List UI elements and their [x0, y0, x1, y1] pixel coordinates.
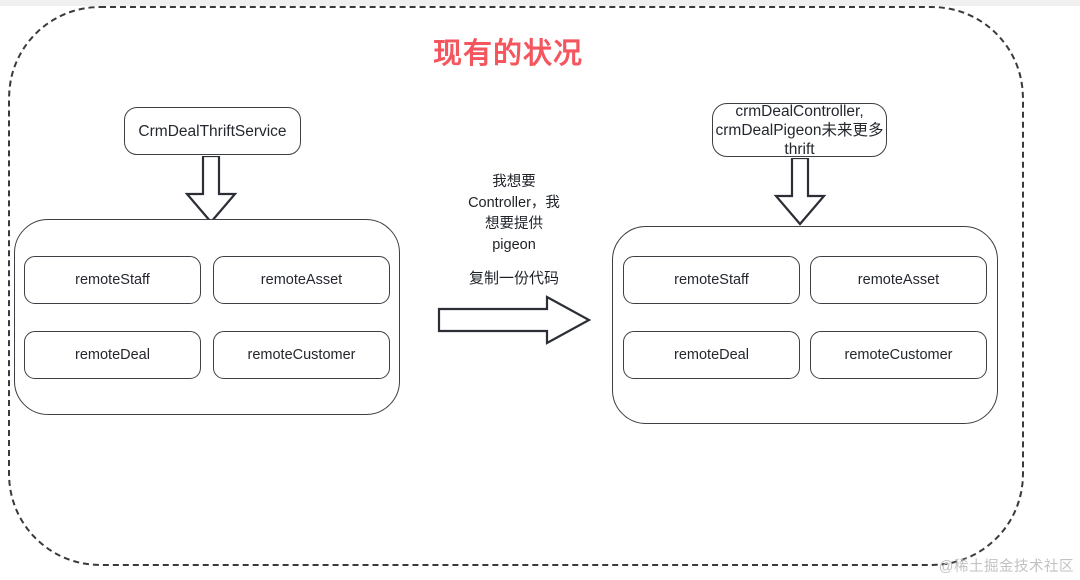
center-copy-label: 复制一份代码 — [468, 270, 559, 287]
left-service-container — [14, 219, 400, 415]
right-service-label-line-2: crmDealPigeon未来更多 — [715, 121, 884, 139]
center-wish-line-3: 想要提供 — [485, 216, 543, 232]
center-wish-note: 我想要 Controller，我 想要提供 pigeon — [440, 172, 588, 256]
center-right-arrow — [437, 295, 593, 345]
left-module-label-3: remoteCustomer — [247, 347, 356, 363]
right-service-label-line-1: crmDealController, — [735, 102, 864, 120]
right-module-label-2: remoteDeal — [674, 347, 749, 363]
left-module-label-1: remoteAsset — [260, 272, 343, 288]
right-service-label-line-3: thrift — [784, 140, 815, 158]
left-module-label-0: remoteStaff — [75, 272, 150, 288]
center-wish-line-1: 我想要 — [492, 174, 536, 190]
right-down-arrow — [770, 158, 830, 226]
right-service-box[interactable]: crmDealController, crmDealPigeon未来更多 thr… — [712, 102, 887, 158]
left-module-remoteCustomer[interactable]: remoteCustomer — [213, 331, 390, 379]
right-module-remoteAsset[interactable]: remoteAsset — [810, 256, 987, 304]
center-copy-note: 复制一份代码 — [440, 268, 588, 289]
left-down-arrow — [181, 156, 241, 224]
left-module-remoteStaff[interactable]: remoteStaff — [24, 256, 201, 304]
watermark: @稀土掘金技术社区 — [938, 559, 1074, 575]
top-strip — [0, 0, 1080, 6]
right-module-label-3: remoteCustomer — [844, 347, 953, 363]
dashed-outer-frame — [8, 6, 1024, 566]
page-title: 现有的状况 — [432, 38, 583, 70]
left-service-label: CrmDealThriftService — [138, 122, 287, 140]
left-module-remoteDeal[interactable]: remoteDeal — [24, 331, 201, 379]
left-module-remoteAsset[interactable]: remoteAsset — [213, 256, 390, 304]
center-wish-line-4: pigeon — [492, 237, 536, 253]
right-module-remoteDeal[interactable]: remoteDeal — [623, 331, 800, 379]
right-module-label-0: remoteStaff — [674, 272, 749, 288]
center-wish-line-2: Controller，我 — [468, 195, 560, 211]
left-service-box[interactable]: CrmDealThriftService — [124, 107, 301, 155]
left-module-label-2: remoteDeal — [75, 347, 150, 363]
right-module-remoteCustomer[interactable]: remoteCustomer — [810, 331, 987, 379]
right-module-remoteStaff[interactable]: remoteStaff — [623, 256, 800, 304]
right-module-label-1: remoteAsset — [857, 272, 940, 288]
